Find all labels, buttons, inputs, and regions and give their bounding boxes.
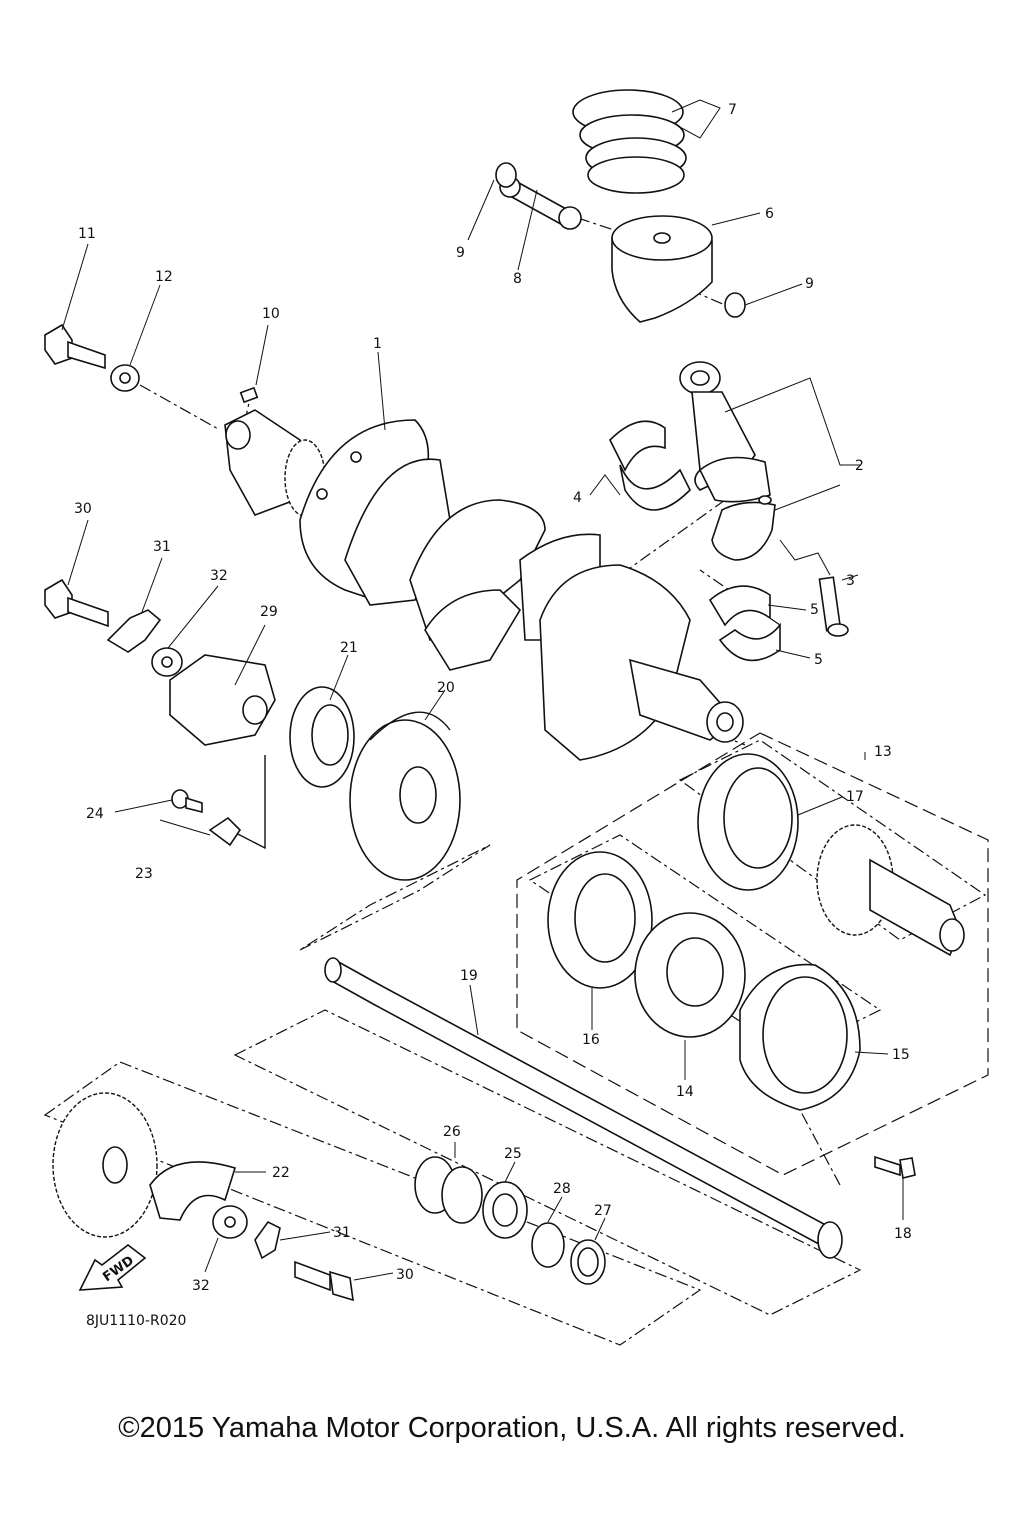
callout-10: 10 <box>262 306 280 322</box>
callout-18: 18 <box>894 1226 912 1242</box>
callout-4: 4 <box>573 490 582 506</box>
callout-9-right: 9 <box>805 276 814 292</box>
callout-26: 26 <box>443 1124 461 1140</box>
copyright-notice: ©2015 Yamaha Motor Corporation, U.S.A. A… <box>118 1412 906 1444</box>
bolt-18 <box>874 1155 916 1179</box>
bearing-housing-15 <box>739 963 861 1111</box>
callout-31-bottom: 31 <box>333 1225 351 1241</box>
callout-28: 28 <box>553 1181 571 1197</box>
callout-5-lower: 5 <box>814 652 823 668</box>
assembly-line-22 <box>43 1061 702 1346</box>
callout-21: 21 <box>340 640 358 656</box>
callout-25: 25 <box>504 1146 522 1162</box>
plate-23 <box>208 816 242 847</box>
callout-11: 11 <box>78 226 96 242</box>
callout-labels: 1 2 3 4 5 5 6 7 8 9 9 10 11 12 13 14 15 … <box>74 102 912 1294</box>
conrod-bolt <box>818 576 849 637</box>
oil-seal-17 <box>697 753 799 891</box>
leader-lines <box>61 99 904 1281</box>
collar-26 <box>414 1156 483 1224</box>
fwd-arrow-icon: FWD <box>78 1243 147 1291</box>
callout-30-top: 30 <box>74 501 92 517</box>
conrod-bearing-4 <box>609 420 691 511</box>
assembly-line-17 <box>678 739 987 941</box>
assembly-line-20 <box>299 844 491 951</box>
callout-14: 14 <box>676 1084 694 1100</box>
callout-3: 3 <box>846 573 855 589</box>
callout-13: 13 <box>874 744 892 760</box>
callout-20: 20 <box>437 680 455 696</box>
callout-29: 29 <box>260 604 278 620</box>
piston-pin-clip-left <box>495 162 517 188</box>
callout-5-upper: 5 <box>810 602 819 618</box>
callout-16: 16 <box>582 1032 600 1048</box>
collar-27 <box>570 1239 606 1285</box>
piston <box>611 215 713 323</box>
gear-drive <box>52 1092 158 1238</box>
lock-washer-31-bottom <box>254 1220 281 1260</box>
output-shaft-19 <box>324 957 843 1259</box>
callout-8: 8 <box>513 271 522 287</box>
callout-17: 17 <box>846 789 864 805</box>
circlip-28 <box>531 1222 565 1268</box>
washer-32-bottom <box>212 1205 248 1239</box>
callout-19: 19 <box>460 968 478 984</box>
connecting-rod <box>679 361 776 561</box>
washer-32-top <box>151 647 183 677</box>
assembly-line-16 <box>528 834 882 1056</box>
collar-22 <box>149 1161 237 1221</box>
coupling-29 <box>169 654 276 746</box>
callout-1: 1 <box>373 336 382 352</box>
callout-32-bottom: 32 <box>192 1278 210 1294</box>
callout-27: 27 <box>594 1203 612 1219</box>
gear-shaft <box>816 824 965 957</box>
drawing-code: 8JU1110-R020 <box>86 1313 186 1329</box>
washer-12 <box>110 364 140 392</box>
woodruff-key <box>239 386 259 404</box>
callout-23: 23 <box>135 866 153 882</box>
bearing-21 <box>289 686 355 788</box>
oil-seal-16 <box>547 851 653 989</box>
callout-30-bottom: 30 <box>396 1267 414 1283</box>
bolt-11 <box>44 323 106 370</box>
callout-22: 22 <box>272 1165 290 1181</box>
crank-bearing-5 <box>708 585 781 662</box>
callout-32-top: 32 <box>210 568 228 584</box>
screw-24 <box>171 789 203 814</box>
assembly-outline-13 <box>516 732 989 1176</box>
crankshaft <box>224 409 744 761</box>
needle-bearing-25 <box>482 1181 528 1239</box>
bolt-30-bottom <box>294 1260 354 1302</box>
callout-12: 12 <box>155 269 173 285</box>
bearing-14 <box>634 912 746 1038</box>
callout-7: 7 <box>728 102 737 118</box>
piston-ring-set <box>572 89 687 194</box>
gear-20 <box>349 711 461 881</box>
callout-24: 24 <box>86 806 104 822</box>
lock-washer-31-top <box>106 609 162 653</box>
piston-pin-clip-right <box>724 292 746 318</box>
callout-31-top: 31 <box>153 539 171 555</box>
callout-2: 2 <box>855 458 864 474</box>
assembly-line-19 <box>233 1009 862 1316</box>
bolt-30-top <box>44 578 109 628</box>
callout-6: 6 <box>765 206 774 222</box>
callout-15: 15 <box>892 1047 910 1063</box>
callout-9-left: 9 <box>456 245 465 261</box>
